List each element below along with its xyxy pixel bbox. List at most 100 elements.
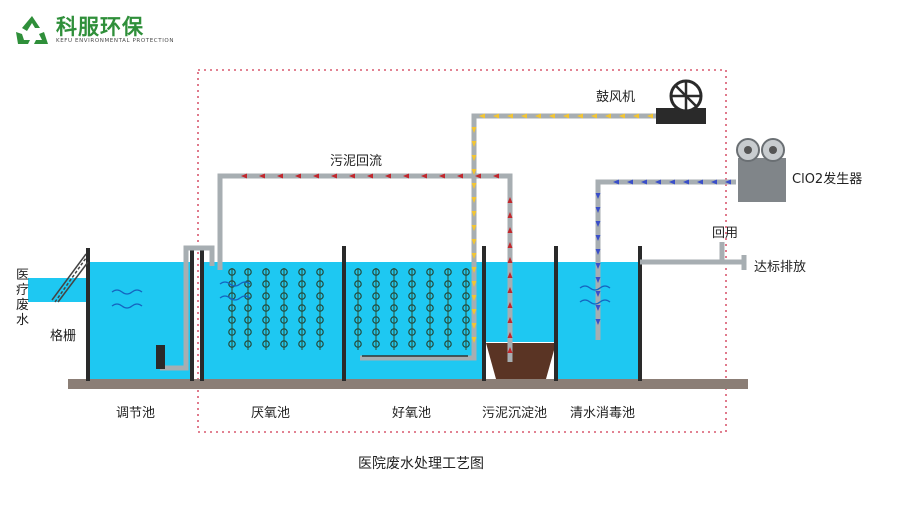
blower-icon <box>656 79 706 124</box>
diffuser-ring <box>408 292 416 300</box>
wave-mark <box>219 295 251 301</box>
outlet-pipe <box>640 242 747 270</box>
flow-arrow <box>595 305 601 311</box>
flow-arrow <box>471 295 477 301</box>
brand-name: 科服环保 <box>56 14 144 39</box>
tank-label-disinfection: 清水消毒池 <box>570 406 636 421</box>
diffuser-ring <box>408 268 416 276</box>
sludge-return-label: 污泥回流 <box>330 154 383 169</box>
flow-arrow <box>507 212 513 218</box>
flow-arrow <box>507 257 513 263</box>
diffuser-ring <box>228 328 236 336</box>
flow-arrow <box>507 242 513 248</box>
diffuser-ring <box>444 292 452 300</box>
sludge-return-pipe <box>217 173 513 362</box>
flow-arrow <box>507 227 513 233</box>
flow-arrow <box>507 197 513 203</box>
flow-arrow <box>471 281 477 287</box>
diffuser-ring <box>426 316 434 324</box>
flow-arrow <box>507 332 513 338</box>
settled-sludge <box>486 343 556 379</box>
flow-arrow <box>457 173 463 179</box>
diffuser-ring <box>316 340 324 348</box>
diffuser-ring <box>462 280 470 288</box>
flow-arrow <box>471 253 477 259</box>
wave-mark <box>579 299 611 305</box>
flow-arrow <box>259 173 265 179</box>
flow-arrow <box>633 113 639 119</box>
diffuser-ring <box>280 280 288 288</box>
flow-arrow <box>725 179 731 185</box>
tank-label-aerobic: 好氧池 <box>392 406 432 421</box>
diffuser-ring <box>426 328 434 336</box>
diffuser-ring <box>316 268 324 276</box>
flow-arrow <box>613 179 619 185</box>
wave-mark <box>111 289 143 295</box>
diffuser-ring <box>408 280 416 288</box>
flow-arrow <box>403 173 409 179</box>
flow-arrow <box>471 239 477 245</box>
diffuser-ring <box>228 268 236 276</box>
diffuser-ring <box>372 340 380 348</box>
diffuser-ring <box>354 340 362 348</box>
flow-arrow <box>595 221 601 227</box>
flow-arrow <box>683 179 689 185</box>
flow-arrow <box>471 197 477 203</box>
screen-label: 格栅 <box>50 329 77 344</box>
diffuser-ring <box>462 328 470 336</box>
flow-arrow <box>471 155 477 161</box>
diffuser-ring <box>426 280 434 288</box>
flow-arrow <box>647 113 653 119</box>
flow-arrow <box>439 173 445 179</box>
recycle-logo-icon <box>16 16 48 44</box>
flow-arrow <box>367 173 373 179</box>
diffuser-ring <box>228 280 236 288</box>
diffuser-ring <box>462 304 470 312</box>
diffuser-ring <box>244 340 252 348</box>
flow-arrow <box>471 211 477 217</box>
flow-arrow <box>471 127 477 133</box>
flow-arrow <box>549 113 555 119</box>
flow-arrow <box>711 179 717 185</box>
diffuser-ring <box>372 316 380 324</box>
flow-arrow <box>521 113 527 119</box>
flow-arrow <box>507 302 513 308</box>
flow-arrow <box>595 235 601 241</box>
diffuser-ring <box>298 280 306 288</box>
diffuser-ring <box>426 268 434 276</box>
diffuser-ring <box>426 304 434 312</box>
flow-arrow <box>295 173 301 179</box>
diffuser-ring <box>408 316 416 324</box>
flow-arrow <box>605 113 611 119</box>
diffuser-ring <box>298 328 306 336</box>
flow-arrow <box>507 272 513 278</box>
diffuser-ring <box>444 268 452 276</box>
diffuser-ring <box>390 304 398 312</box>
flow-arrow <box>349 173 355 179</box>
diffuser-ring <box>280 304 288 312</box>
flow-arrow <box>475 173 481 179</box>
diffuser-ring <box>390 280 398 288</box>
brand-logo: 科服环保 KEFU ENVIRONMENTAL PROTECTION <box>14 14 174 46</box>
flow-arrow <box>595 277 601 283</box>
medical-wastewater-label: 医 疗 废 水 <box>16 268 30 328</box>
ground-base <box>68 379 748 389</box>
flow-arrow <box>277 173 283 179</box>
diffuser-ring <box>426 340 434 348</box>
flow-arrow <box>507 287 513 293</box>
clo2-generator-label: ClO2发生器 <box>792 172 863 187</box>
diffuser-ring <box>298 292 306 300</box>
diffuser-ring <box>298 340 306 348</box>
bar-screen <box>51 253 89 303</box>
diffuser-ring <box>372 280 380 288</box>
flow-arrow <box>507 317 513 323</box>
diffuser-ring <box>354 316 362 324</box>
diffuser-ring <box>444 280 452 288</box>
diffuser-ring <box>462 292 470 300</box>
flow-arrow <box>471 183 477 189</box>
tank-label-sedimentation: 污泥沉淀池 <box>482 406 548 421</box>
flow-arrow <box>577 113 583 119</box>
diffuser-ring <box>462 340 470 348</box>
diffuser-ring <box>228 316 236 324</box>
